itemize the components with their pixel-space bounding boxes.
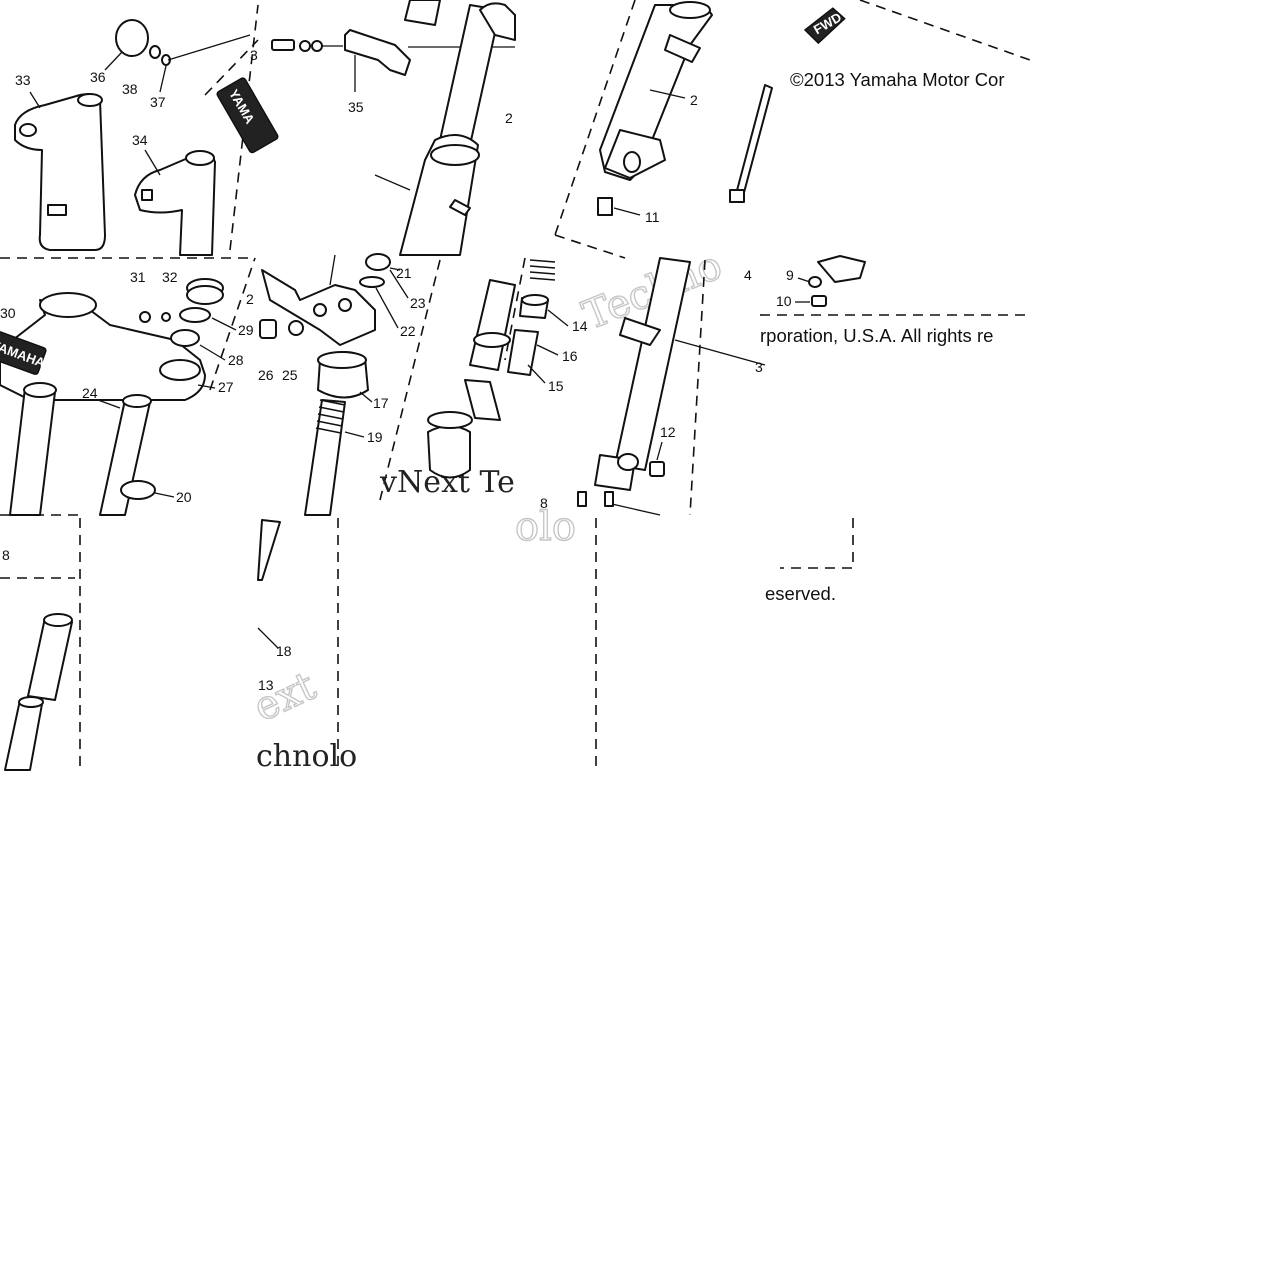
callout-33: 33 bbox=[15, 72, 31, 88]
callout-12: 12 bbox=[660, 424, 676, 440]
outer-tube-3 bbox=[614, 257, 691, 471]
tile-lower-left: 8 bbox=[0, 518, 81, 771]
callout-34: 34 bbox=[132, 132, 148, 148]
callout-3: 3 bbox=[250, 47, 258, 63]
callout-25: 25 bbox=[282, 367, 298, 383]
tile-upper-fork: 35 2 bbox=[271, 0, 516, 256]
callout-31: 31 bbox=[130, 269, 146, 285]
callout-20: 20 bbox=[176, 489, 192, 505]
callout-13: 13 bbox=[258, 677, 274, 693]
tile-lower-bracket: YAMAHA 31 32 30 29 28 27 2 24 20 bbox=[0, 257, 256, 516]
tile-lower-center: olo bbox=[514, 503, 597, 770]
tile-outer-tube-3: 3 12 8 9 10 4 rporation, U.S.A. All righ… bbox=[540, 255, 1030, 516]
callout-22: 22 bbox=[400, 323, 416, 339]
callout-14: 14 bbox=[572, 318, 588, 334]
tile-headlight-brackets: YAMA 33 36 38 37 3 34 bbox=[14, 4, 279, 256]
tile-lower-right: eserved. bbox=[765, 518, 854, 604]
callout-2b: 2 bbox=[690, 92, 698, 108]
callout-21: 21 bbox=[396, 265, 412, 281]
callout-17: 17 bbox=[373, 395, 389, 411]
callout-28: 28 bbox=[228, 352, 244, 368]
callout-8: 8 bbox=[540, 495, 548, 511]
callout-4: 4 bbox=[744, 267, 752, 283]
callout-29: 29 bbox=[238, 322, 254, 338]
callout-18: 18 bbox=[276, 643, 292, 659]
headlight-bracket-33 bbox=[14, 93, 106, 251]
callout-27: 27 bbox=[218, 379, 234, 395]
copyright-line-3: eserved. bbox=[765, 583, 836, 604]
tile-copyright: FWD ©2013 Yamaha Motor Cor bbox=[790, 0, 1031, 90]
callout-30: 30 bbox=[0, 305, 16, 321]
callout-35: 35 bbox=[348, 99, 364, 115]
callout-37: 37 bbox=[150, 94, 166, 110]
callout-19: 19 bbox=[367, 429, 383, 445]
watermark-olo: olo bbox=[515, 504, 576, 550]
callout-26: 26 bbox=[258, 367, 274, 383]
callout-3b: 3 bbox=[755, 359, 763, 375]
washer-36 bbox=[115, 19, 149, 57]
callout-15: 15 bbox=[548, 378, 564, 394]
callout-32: 32 bbox=[162, 269, 178, 285]
callout-36: 36 bbox=[90, 69, 106, 85]
callout-2: 2 bbox=[505, 110, 513, 126]
callout-23: 23 bbox=[410, 295, 426, 311]
callout-10: 10 bbox=[776, 293, 792, 309]
callout-2c: 2 bbox=[246, 291, 254, 307]
copyright-line-1: ©2013 Yamaha Motor Cor bbox=[790, 69, 1005, 90]
fork-spring-19 bbox=[315, 399, 346, 434]
callout-16: 16 bbox=[562, 348, 578, 364]
callout-9: 9 bbox=[786, 267, 794, 283]
drain-bolt-11 bbox=[597, 197, 613, 216]
copyright-line-2: rporation, U.S.A. All rights re bbox=[760, 325, 993, 346]
callout-11: 11 bbox=[645, 209, 660, 225]
callout-38: 38 bbox=[122, 81, 138, 97]
tile-outer-tube: 11 2 bbox=[554, 0, 773, 259]
callout-24: 24 bbox=[82, 385, 98, 401]
callout-8b: 8 bbox=[2, 547, 10, 563]
tile-crown-and-spring: 26 25 17 19 21 23 22 vNext Te bbox=[258, 253, 515, 516]
fwd-arrow-badge bbox=[803, 7, 846, 45]
clamp-35 bbox=[344, 29, 411, 76]
tile-lower-middle: 18 13 ext chnolo bbox=[246, 518, 357, 774]
watermark-technolo: chnolo bbox=[256, 739, 357, 774]
watermark-ext: ext bbox=[247, 663, 323, 731]
headlight-bracket-34 bbox=[134, 153, 216, 256]
